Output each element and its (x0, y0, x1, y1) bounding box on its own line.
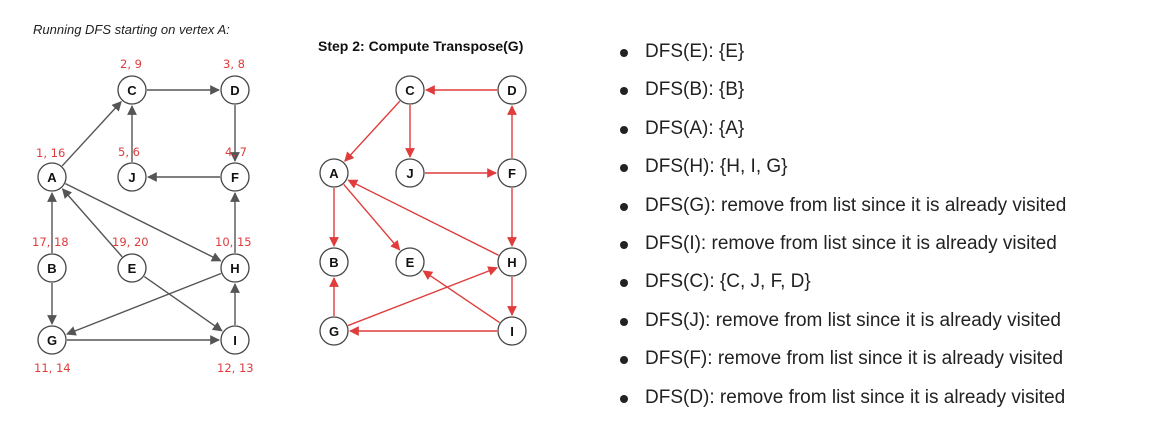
node-f: F (497, 158, 527, 188)
node-f: F (220, 162, 250, 192)
node-d: D (220, 75, 250, 105)
timestamp-label: 4, 7 (225, 145, 247, 159)
node-label: I (510, 324, 514, 339)
dfs-step: DFS(B): {B} (616, 78, 1066, 116)
edge-e-to-i (143, 276, 223, 332)
node-j: J (395, 158, 425, 188)
node-label: H (507, 255, 516, 270)
timestamp-label: 5, 6 (118, 145, 140, 159)
original-graph: C 2, 9 D 3, 8 A 1, 16 J 5, 6 F 4, 7 B 17, 18 E 19, 20… (32, 57, 254, 375)
dfs-step: DFS(E): {E} (616, 40, 1066, 78)
node-circle (395, 247, 425, 277)
timestamp-label: 17, 18 (32, 235, 69, 249)
timestamp-label: 10, 15 (215, 235, 252, 249)
node-label: A (329, 166, 339, 181)
node-label: B (47, 261, 56, 276)
node-h: H (497, 247, 527, 277)
timestamp-label: 11, 14 (34, 361, 71, 375)
node-circle (319, 158, 349, 188)
edge-a-to-c (61, 101, 122, 167)
edge-e-to-a (61, 188, 123, 258)
node-label: E (128, 261, 137, 276)
node-d: D (497, 75, 527, 105)
timestamp-label: 2, 9 (120, 57, 142, 71)
dfs-step: DFS(D): remove from list since it is alr… (616, 386, 1066, 424)
edge-h-to-g (65, 272, 222, 336)
node-label: B (329, 255, 338, 270)
node-e: E (117, 253, 147, 283)
node-circle (117, 253, 147, 283)
node-label: C (405, 83, 415, 98)
node-b: B (37, 253, 67, 283)
edge-h-to-a (347, 179, 499, 256)
node-label: G (47, 333, 57, 348)
node-a: A (37, 162, 67, 192)
timestamp-label: 12, 13 (217, 361, 254, 375)
node-circle (220, 162, 250, 192)
node-circle (319, 316, 349, 346)
dfs-steps-list: DFS(E): {E} DFS(B): {B} DFS(A): {A} DFS(… (616, 40, 1066, 424)
node-circle (37, 253, 67, 283)
node-c: C (117, 75, 147, 105)
edge-g-to-h (347, 266, 498, 327)
node-e: E (395, 247, 425, 277)
node-label: D (230, 83, 239, 98)
node-label: A (47, 170, 57, 185)
node-label: C (127, 83, 137, 98)
node-circle (497, 158, 527, 188)
node-label: J (406, 166, 413, 181)
node-circle (497, 316, 527, 346)
edge-i-to-e (422, 270, 500, 324)
edge-c-to-a (344, 100, 401, 162)
node-label: J (128, 170, 135, 185)
edge-a-to-e (343, 183, 401, 251)
node-g: G (319, 316, 349, 346)
node-circle (319, 247, 349, 277)
node-c: C (395, 75, 425, 105)
dfs-step: DFS(F): remove from list since it is alr… (616, 347, 1066, 385)
node-circle (220, 75, 250, 105)
node-circle (497, 75, 527, 105)
node-label: H (230, 261, 239, 276)
step-title: Step 2: Compute Transpose(G) (318, 38, 524, 54)
node-i: I (220, 325, 250, 355)
node-i: I (497, 316, 527, 346)
node-g: G (37, 325, 67, 355)
node-label: D (507, 83, 516, 98)
timestamp-label: 3, 8 (223, 57, 245, 71)
dfs-step: DFS(A): {A} (616, 117, 1066, 155)
transpose-graph: C D A J F B E H G I (319, 75, 527, 346)
node-circle (37, 162, 67, 192)
node-label: F (231, 170, 239, 185)
edge-a-to-h (65, 183, 222, 262)
node-circle (117, 75, 147, 105)
node-label: G (329, 324, 339, 339)
node-label: F (508, 166, 516, 181)
node-circle (395, 158, 425, 188)
edges (329, 85, 517, 336)
node-circle (497, 247, 527, 277)
timestamp-label: 1, 16 (36, 146, 65, 160)
node-circle (37, 325, 67, 355)
dfs-step: DFS(C): {C, J, F, D} (616, 270, 1066, 308)
node-j: J (117, 162, 147, 192)
node-circle (220, 253, 250, 283)
node-a: A (319, 158, 349, 188)
dfs-step: DFS(H): {H, I, G} (616, 155, 1066, 193)
dfs-step: DFS(G): remove from list since it is alr… (616, 194, 1066, 232)
node-label: I (233, 333, 237, 348)
edges (47, 85, 240, 345)
node-circle (220, 325, 250, 355)
node-circle (117, 162, 147, 192)
node-circle (395, 75, 425, 105)
left-diagram-caption: Running DFS starting on vertex A: (33, 22, 230, 37)
node-b: B (319, 247, 349, 277)
dfs-step: DFS(J): remove from list since it is alr… (616, 309, 1066, 347)
timestamp-label: 19, 20 (112, 235, 149, 249)
dfs-step: DFS(I): remove from list since it is alr… (616, 232, 1066, 270)
node-h: H (220, 253, 250, 283)
node-label: E (406, 255, 415, 270)
